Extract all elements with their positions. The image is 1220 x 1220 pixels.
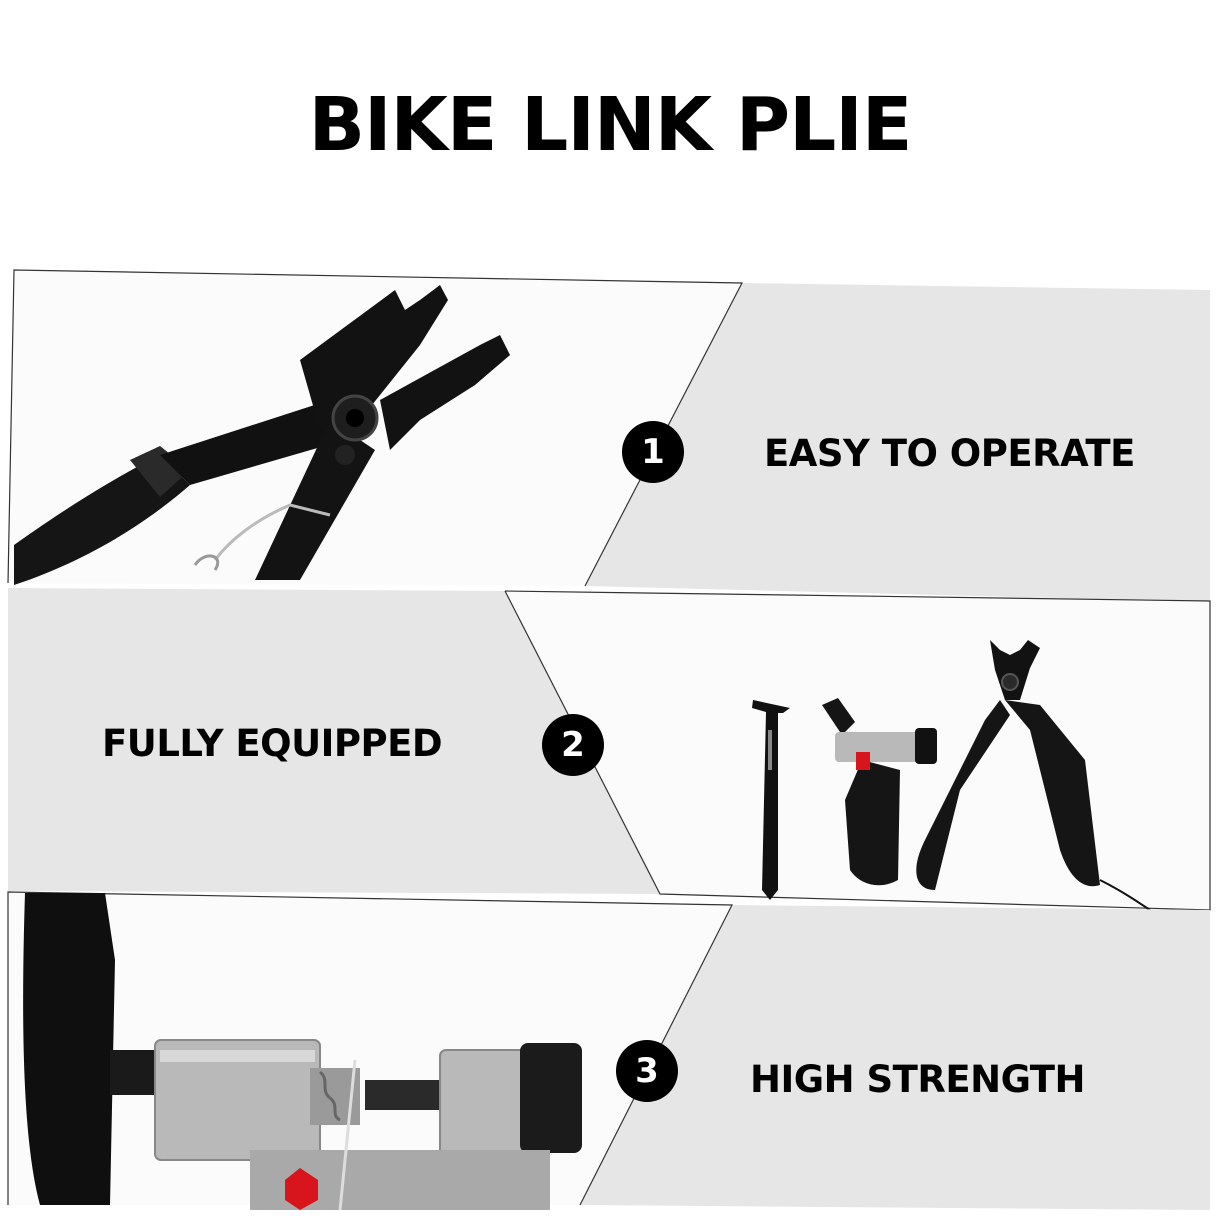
row-1-panel — [7, 269, 1210, 602]
row-1-gray-area — [585, 283, 1210, 602]
page-title: BIKE LINK PLIE — [308, 82, 913, 168]
feature-3-number-badge: 3 — [616, 1040, 678, 1102]
feature-1-number-badge: 1 — [622, 421, 684, 483]
feature-1-label: EASY TO OPERATE — [764, 432, 1135, 475]
feature-3-label: HIGH STRENGTH — [750, 1058, 1086, 1101]
feature-2-number-badge: 2 — [542, 714, 604, 776]
feature-2-label: FULLY EQUIPPED — [102, 722, 443, 765]
row-2-gray-area — [8, 588, 660, 894]
plier-closeup-image — [14, 285, 510, 585]
row-3-panel — [7, 891, 1210, 1211]
chain-breaker-closeup-image — [23, 893, 582, 1211]
tool-set-image — [752, 640, 1151, 911]
row-3-gray-area — [580, 905, 1210, 1210]
row-2-panel — [8, 588, 1211, 911]
